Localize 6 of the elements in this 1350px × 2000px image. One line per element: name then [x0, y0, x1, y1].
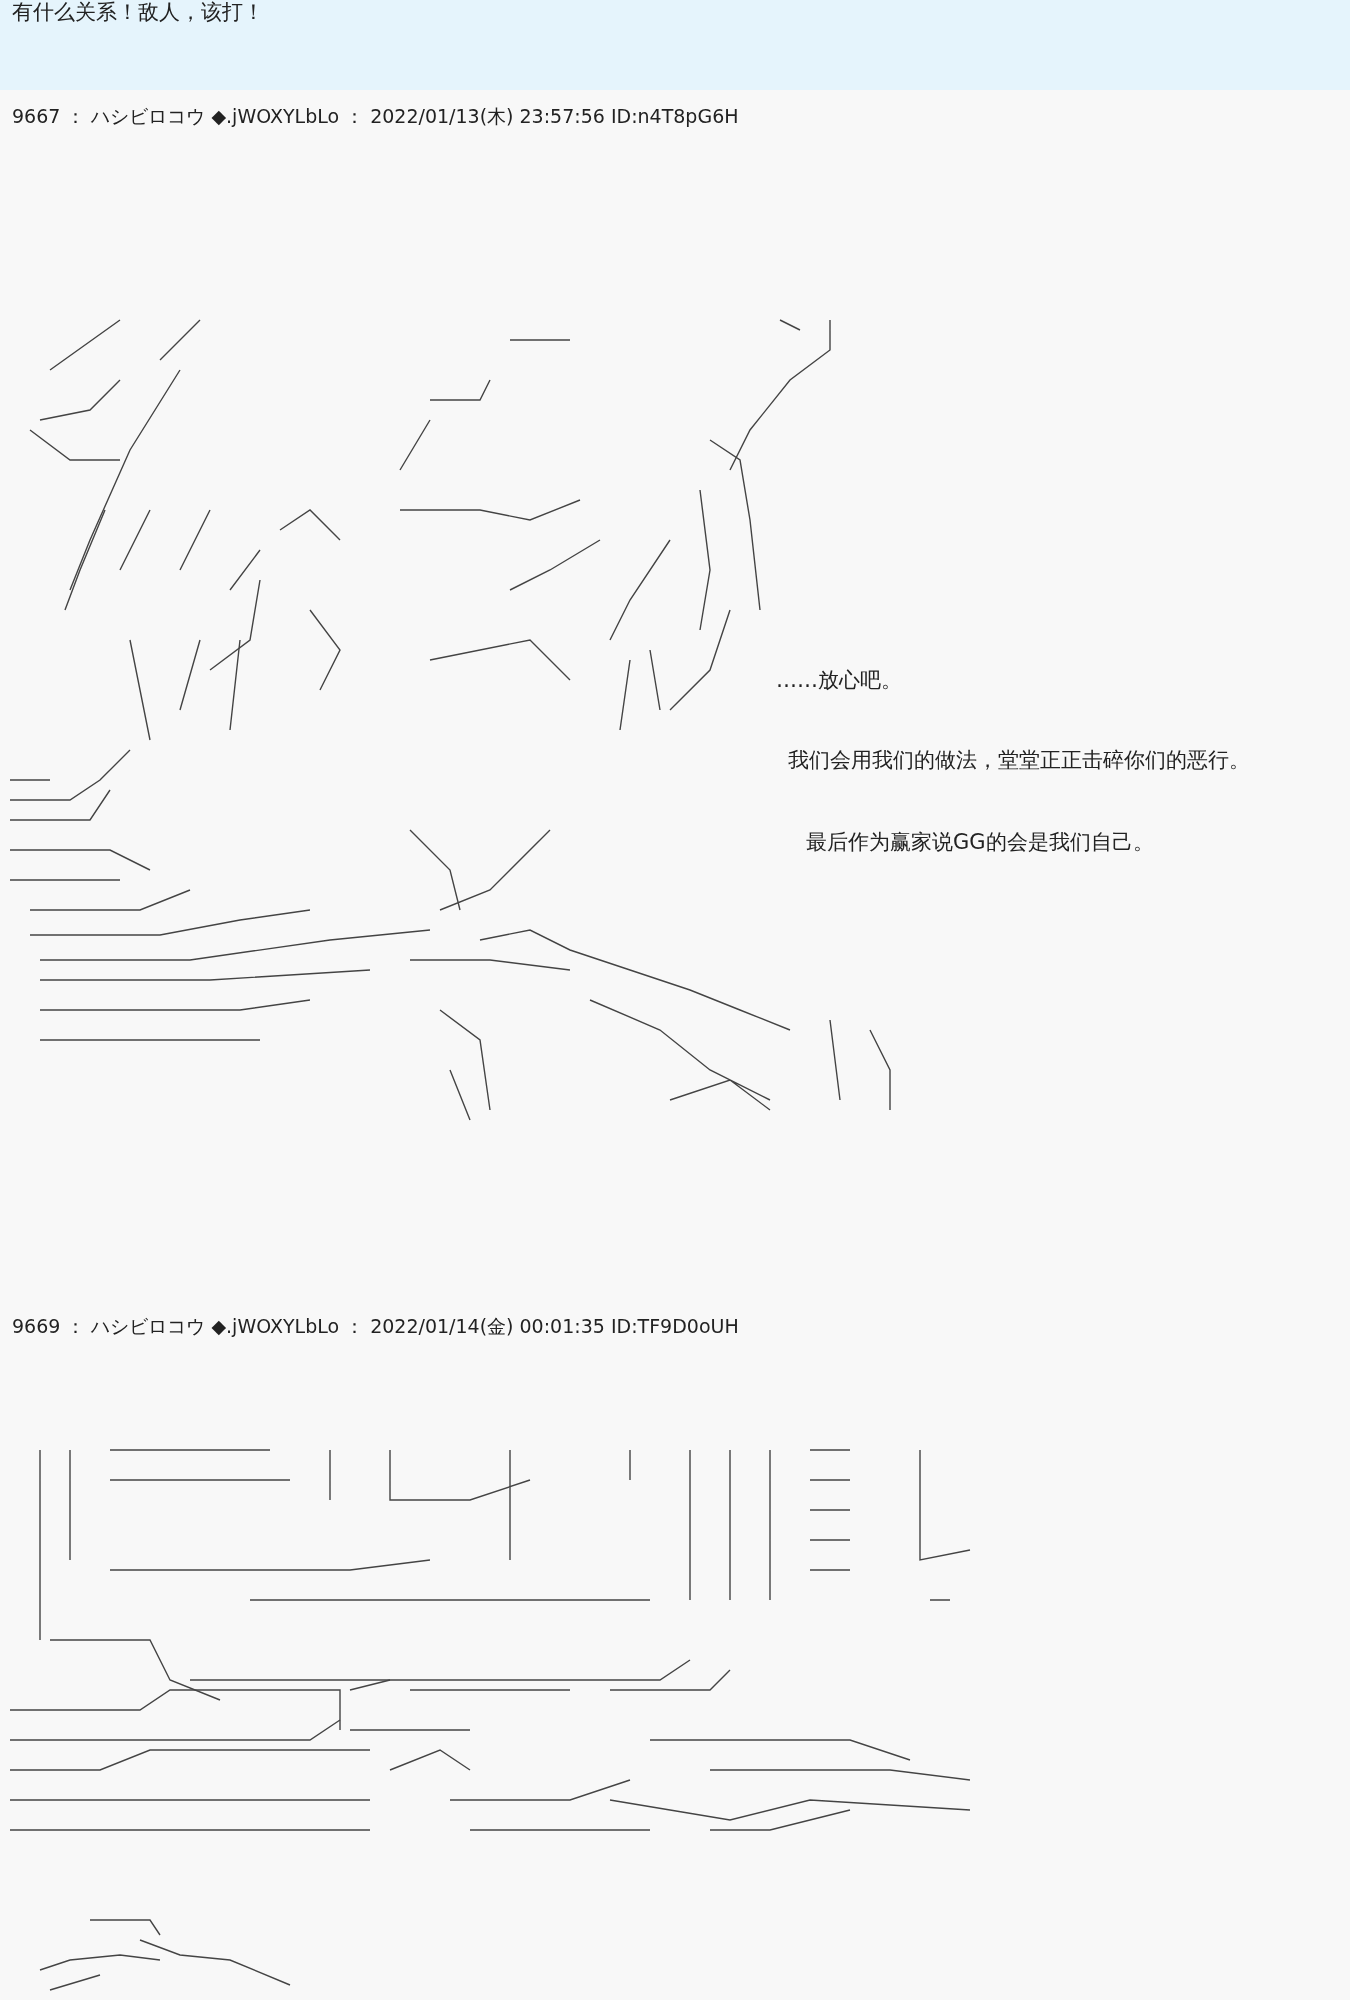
dialogue-text: 我们会用我们的做法，堂堂正正击碎你们的恶行。 — [788, 747, 1250, 774]
post-header: 9667 ： ハシビロコウ ◆.jWOXYLbLo ： 2022/01/13(木) 23:57:56 ID:n4T8pG6H — [12, 104, 739, 129]
quoted-text: 有什么关系！敌人，该打！ — [12, 0, 264, 26]
post-header: 9669 ： ハシビロコウ ◆.jWOXYLbLo ： 2022/01/14(金) 00:01:35 ID:TF9D0oUH — [12, 1314, 739, 1339]
dialogue-text: 最后作为赢家说GG的会是我们自己。 — [806, 829, 1154, 856]
dialogue-text: ……放心吧。 — [776, 667, 902, 694]
